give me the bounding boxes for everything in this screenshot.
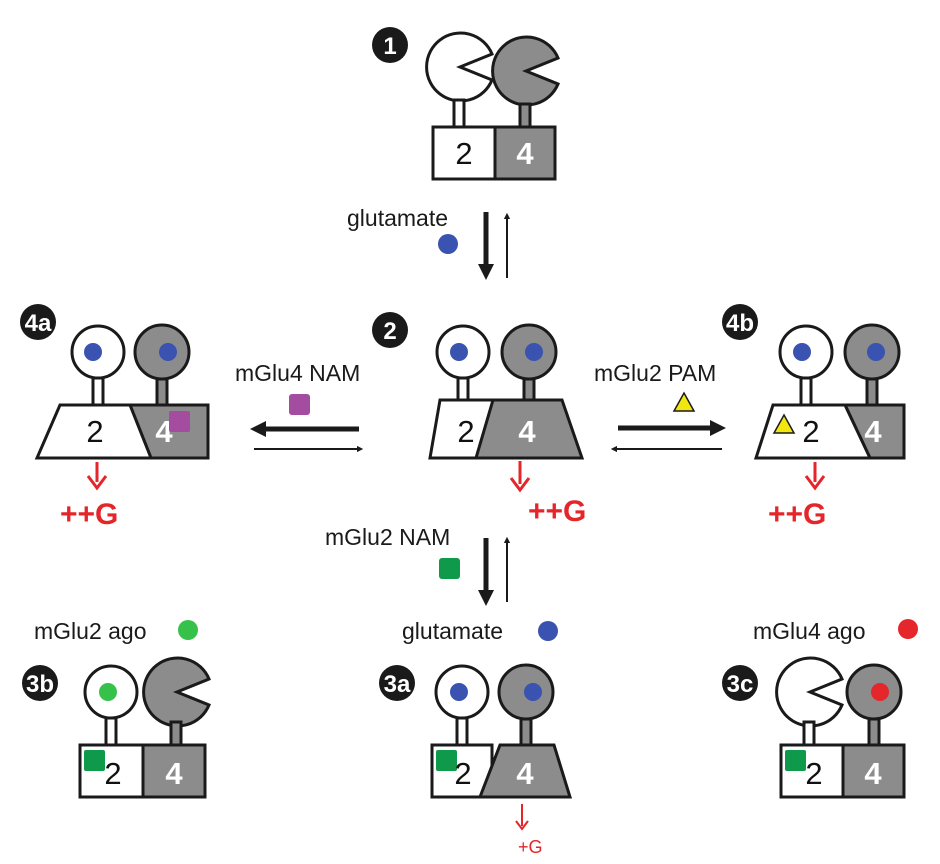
- mglu4-agonist-dot-icon: [898, 619, 918, 639]
- state-4b-badge-label: 4b: [726, 310, 754, 337]
- state-3a-badge: [379, 665, 415, 701]
- state-2-badge: [372, 312, 408, 348]
- mglu4-tmd: [841, 743, 906, 799]
- mglu4-agonist-label: mGlu4 ago: [753, 618, 866, 644]
- mglu4-subunit-label: 4: [516, 136, 534, 171]
- gprotein-signal-label: ++G: [528, 495, 586, 528]
- state-4a-mglu4-nam-bound: 4a 2 4 ++G: [20, 304, 210, 531]
- mglu2-agonist-dot-icon: [178, 620, 198, 640]
- gprotein-signal-label: +G: [518, 837, 543, 857]
- transition-mglu4-nam: mGlu4 NAM: [235, 360, 364, 453]
- state-2-badge-label: 2: [383, 318, 396, 345]
- mglu2-stalk: [456, 376, 470, 402]
- mglu4-vft-open: [491, 35, 560, 107]
- mglu4-subunit-label: 4: [518, 414, 536, 449]
- mglu2-subunit-label: 2: [454, 756, 471, 791]
- state-3b-mglu2-agonist-bound: mGlu2 ago 3b 2 4: [22, 618, 211, 799]
- mglu4-vft-open: [142, 656, 211, 728]
- mglu4-tmd-active: [473, 398, 585, 460]
- mglu2-stalk: [452, 98, 466, 129]
- mglu4-stalk: [867, 717, 881, 747]
- mglu2-subunit-label: 2: [805, 756, 822, 791]
- mglu2-agonist-label: mGlu2 ago: [34, 618, 147, 644]
- mglu2-stalk: [802, 720, 816, 747]
- state-4b-badge: [722, 304, 758, 340]
- state-4a-badge-label: 4a: [25, 310, 52, 337]
- glutamate-dot-icon: [84, 343, 102, 361]
- glutamate-dot-icon: [525, 343, 543, 361]
- mglu2-vft-open: [775, 656, 844, 728]
- state-4a-badge: [20, 304, 56, 340]
- mglu2-vft-open: [425, 31, 494, 103]
- state-3a-badge-label: 3a: [384, 671, 411, 698]
- state-2-glutamate-bound: 2 2 4 ++G: [372, 312, 586, 528]
- mglu4-stalk: [519, 717, 533, 747]
- mglu4-nam-square-icon: [169, 411, 190, 432]
- state-1-badge: [372, 27, 408, 63]
- mglu4-tmd: [141, 743, 207, 799]
- mglu4-nam-square-icon: [289, 394, 310, 415]
- mglu4-subunit-label: 4: [864, 756, 882, 791]
- glutamate-transition-label: glutamate: [347, 205, 448, 231]
- transition-glutamate-1-2: glutamate: [347, 205, 511, 281]
- mglu2-stalk: [104, 716, 118, 747]
- mglu2-agonist-dot-icon: [99, 683, 117, 701]
- state-4b-mglu2-pam-bound: 4b 2 4 ++G: [722, 304, 906, 531]
- state-1-inactive-receptor: 1 2 4: [372, 27, 560, 181]
- mglu2-pam-triangle-icon: [772, 413, 796, 434]
- state-1-badge-label: 1: [383, 33, 396, 60]
- mglu2-subunit-label: 2: [455, 136, 472, 171]
- glutamate-ligand-label: glutamate: [402, 618, 503, 644]
- mglu2-stalk: [455, 716, 469, 747]
- gprotein-signal-label: ++G: [768, 498, 826, 531]
- glutamate-dot-icon: [159, 343, 177, 361]
- mglu4-stalk: [169, 720, 183, 747]
- mglu4-subunit-label: 4: [516, 756, 534, 791]
- mglu4-stalk: [522, 377, 536, 402]
- mglu4-stalk: [155, 377, 169, 407]
- glutamate-dot-icon: [450, 343, 468, 361]
- glutamate-dot-icon: [867, 343, 885, 361]
- mglu4-nam-label: mGlu4 NAM: [235, 360, 360, 386]
- mglu2-tmd-active: [34, 403, 154, 460]
- mglu2-nam-square-icon: [84, 750, 105, 771]
- mglu2-subunit-label: 2: [104, 756, 121, 791]
- state-3b-badge: [22, 665, 58, 701]
- mglu4-subunit-label: 4: [864, 414, 882, 449]
- mglu4-subunit-label: 4: [155, 414, 173, 449]
- mglu2-pam-label: mGlu2 PAM: [594, 360, 716, 386]
- glutamate-dot-icon: [450, 683, 468, 701]
- mglu2-subunit-label: 2: [457, 414, 474, 449]
- glutamate-dot-icon: [793, 343, 811, 361]
- glutamate-dot-icon: [538, 621, 558, 641]
- mglu4-subunit-label: 4: [165, 756, 183, 791]
- state-3c-badge-label: 3c: [727, 671, 754, 698]
- gprotein-signal-label: ++G: [60, 498, 118, 531]
- state-3b-badge-label: 3b: [26, 671, 54, 698]
- transition-mglu2-pam: mGlu2 PAM: [594, 360, 727, 453]
- mglu2-nam-square-icon: [439, 558, 460, 579]
- mglu4-tmd: [493, 125, 557, 181]
- glutamate-dot-icon: [438, 234, 458, 254]
- mglu2-nam-label: mGlu2 NAM: [325, 524, 450, 550]
- state-3a-mglu2-nam-bound: glutamate 3a 2 4 +G: [379, 618, 573, 857]
- mglu2-stalk: [91, 376, 105, 407]
- transition-mglu2-nam: mGlu2 NAM: [325, 524, 511, 607]
- mglu2-nam-square-icon: [436, 750, 457, 771]
- mglu2-subunit-label: 2: [86, 414, 103, 449]
- mglu4-stalk: [518, 102, 532, 129]
- glutamate-dot-icon: [524, 683, 542, 701]
- mglu2-nam-square-icon: [785, 750, 806, 771]
- mglu4-agonist-dot-icon: [871, 683, 889, 701]
- mglu2-stalk: [799, 376, 813, 407]
- mglu2-pam-triangle-icon: [672, 391, 696, 412]
- mglu4-stalk: [865, 377, 879, 407]
- state-3c-mglu4-agonist-bound: mGlu4 ago 3c 2 4: [722, 618, 918, 799]
- state-3c-badge: [722, 665, 758, 701]
- mglu2-subunit-label: 2: [802, 414, 819, 449]
- mglu4-tmd-partially-active: [477, 743, 573, 799]
